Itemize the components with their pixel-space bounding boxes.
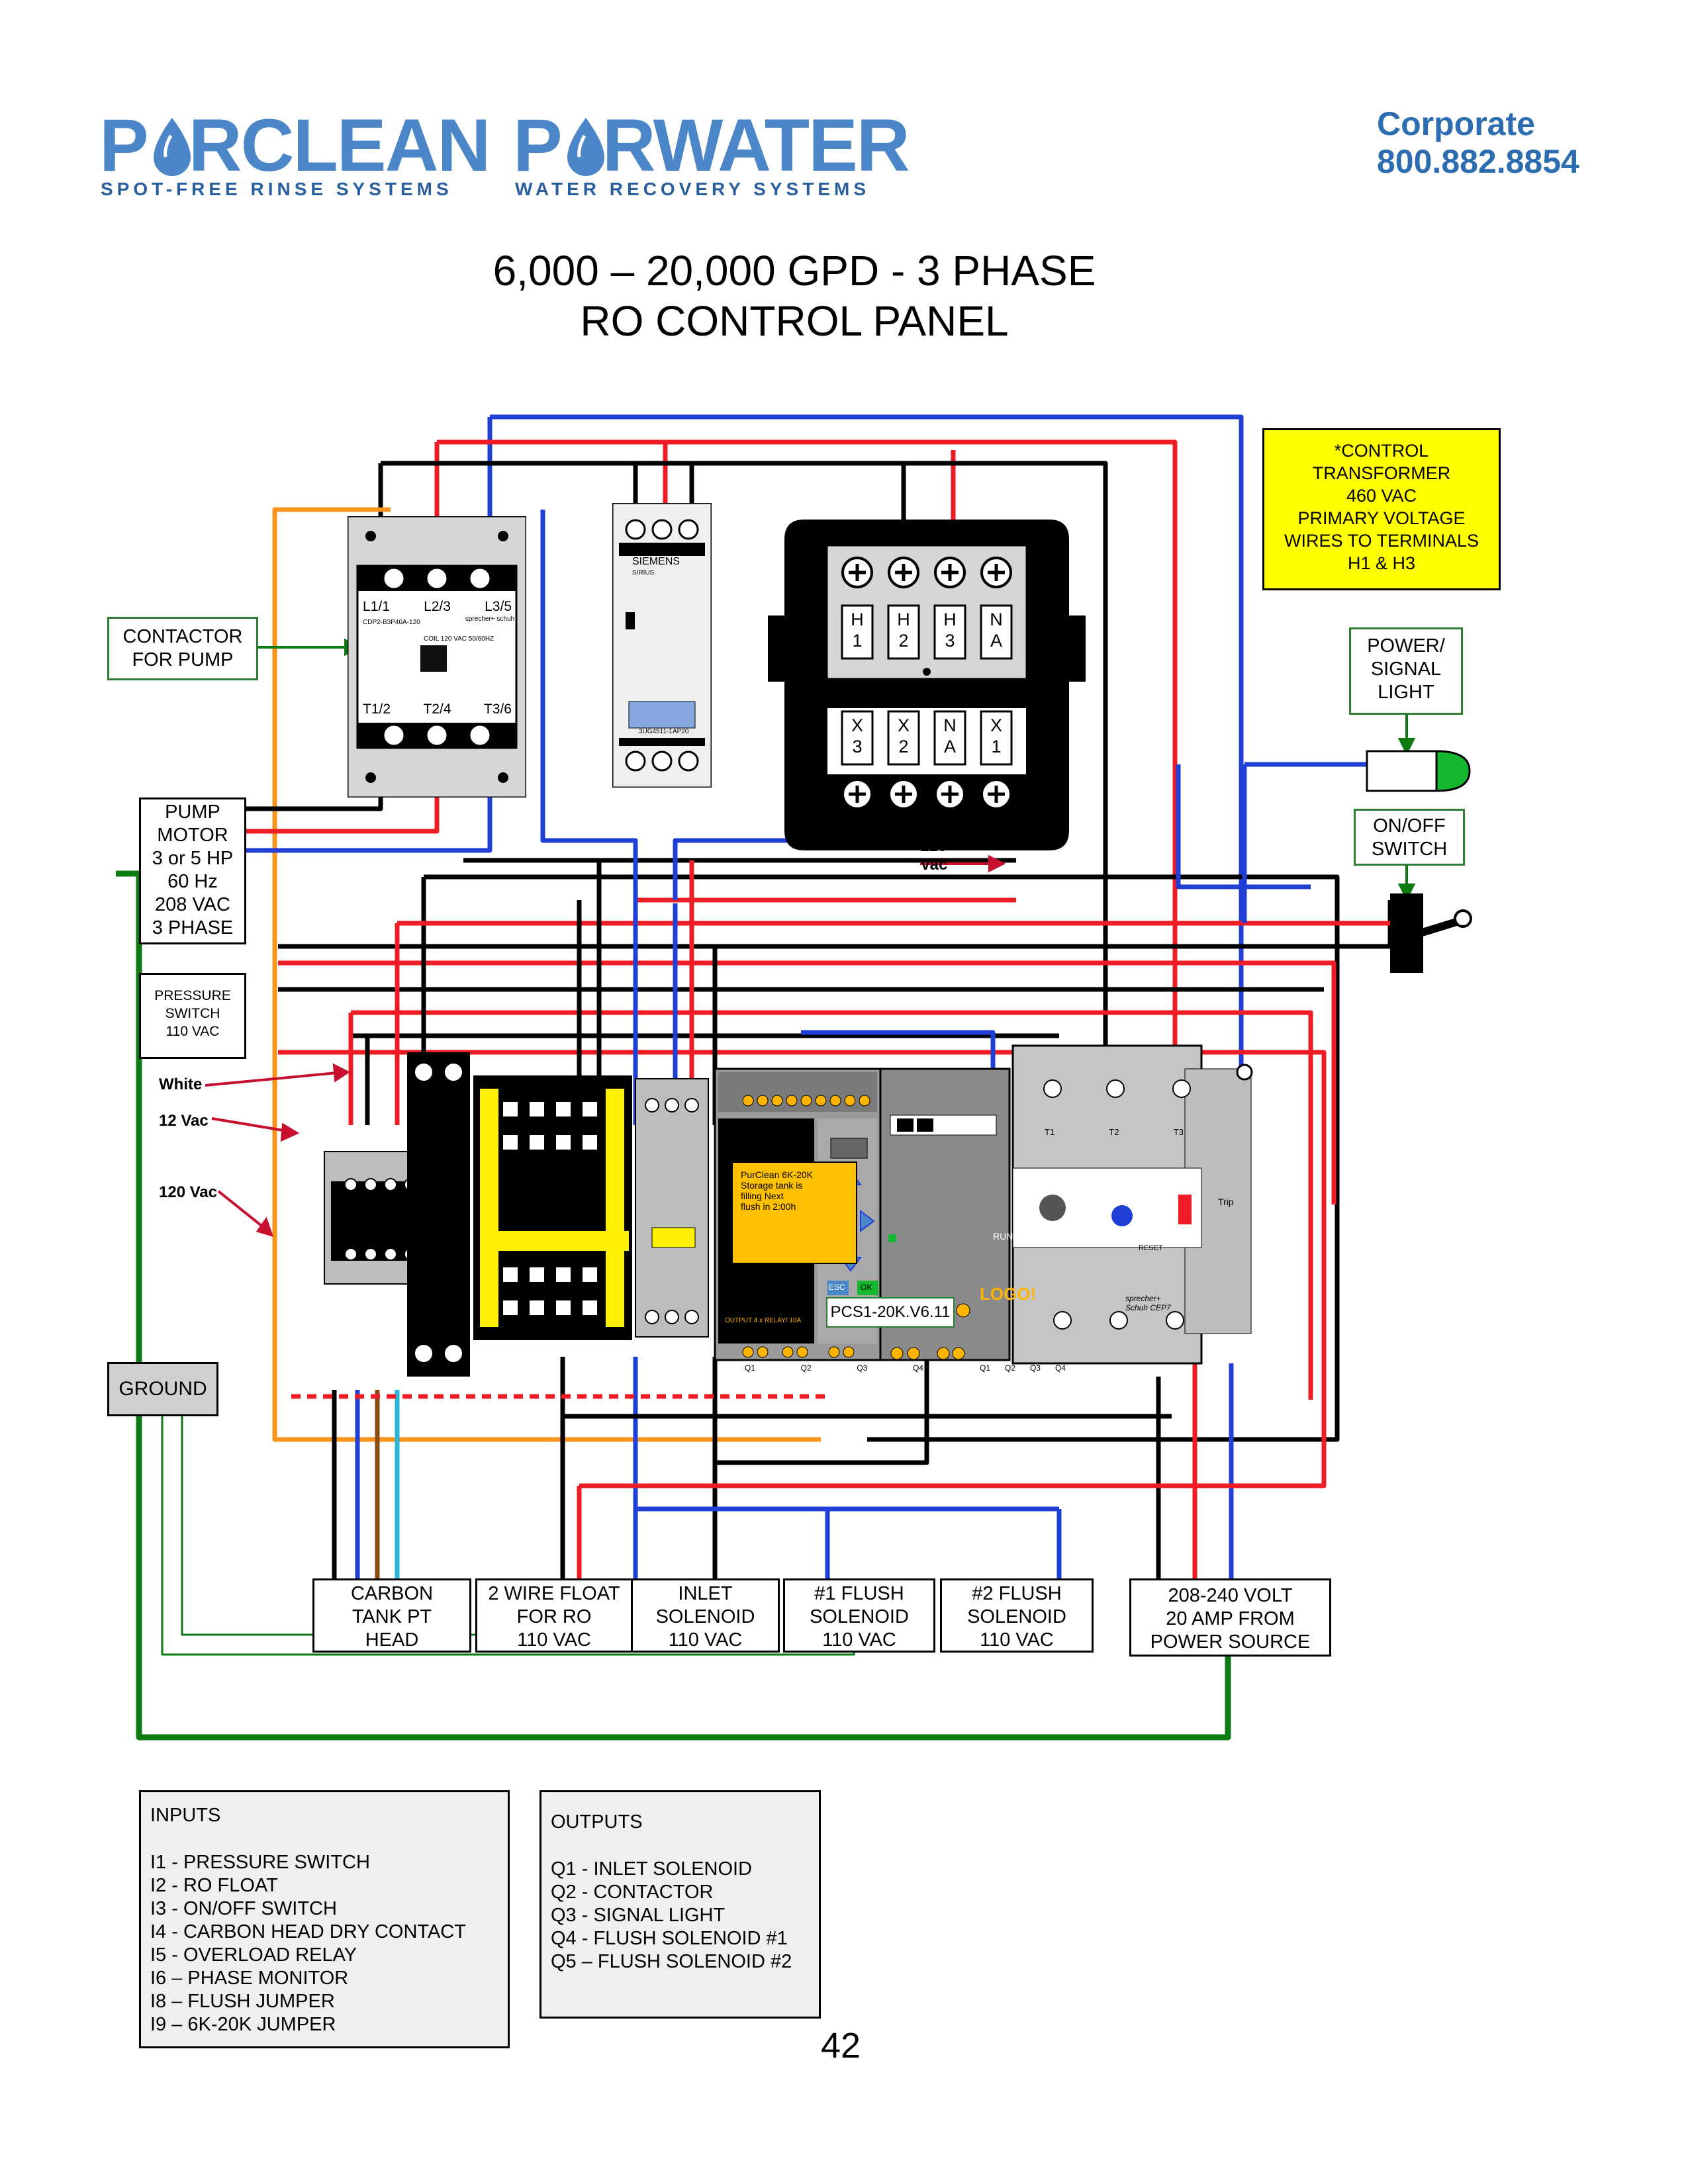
120vac-label: 120 Vac xyxy=(159,1183,218,1201)
input-item: I6 – PHASE MONITOR xyxy=(150,1968,349,1989)
contactor-brand: sprecher+ schuh xyxy=(465,615,515,623)
white-wire-label: White xyxy=(159,1075,203,1093)
relay-model: 3UG4511-1AP20 xyxy=(639,728,689,735)
toggle-switch-icon xyxy=(1390,893,1423,973)
12vac-label: 12 Vac xyxy=(159,1112,209,1130)
plc-output-label: OUTPUT 4 x RELAY/ 10A xyxy=(725,1317,802,1324)
inputs-legend: INPUTS I1 - PRESSURE SWITCH I2 - RO FLOA… xyxy=(139,1790,510,2048)
overload-reset-label: RESET xyxy=(1139,1244,1163,1252)
signal-light-and-switch xyxy=(1366,750,1472,973)
relay-brand: SIEMENS xyxy=(632,556,680,567)
inputs-title: INPUTS xyxy=(150,1805,221,1826)
signal-light-icon xyxy=(1435,750,1471,792)
input-item: I5 - OVERLOAD RELAY xyxy=(150,1944,357,1966)
plc-esc-button[interactable]: ESC xyxy=(829,1283,845,1292)
output-item: Q1 - INLET SOLENOID xyxy=(551,1858,753,1880)
overload-brand: sprecher+ Schuh CEP7 xyxy=(1125,1294,1171,1312)
output-item: Q4 - FLUSH SOLENOID #1 xyxy=(551,1928,788,1949)
output-item: Q3 - SIGNAL LIGHT xyxy=(551,1905,726,1926)
output-item: Q2 - CONTACTOR xyxy=(551,1882,714,1903)
input-item: I2 - RO FLOAT xyxy=(150,1875,278,1896)
input-item: I8 – FLUSH JUMPER xyxy=(150,1991,335,2012)
page-title-line1: 6,000 – 20,000 GPD - 3 PHASE xyxy=(492,247,1096,295)
plc-ok-button[interactable]: OK xyxy=(861,1283,872,1292)
ground-callout: GROUND xyxy=(107,1362,218,1416)
input-item: I1 - PRESSURE SWITCH xyxy=(150,1852,370,1873)
contactor-device xyxy=(348,516,526,797)
input-item: I4 - CARBON HEAD DRY CONTACT xyxy=(150,1921,466,1942)
control-transformer xyxy=(768,520,1086,850)
purclean-droplet-icon xyxy=(154,118,191,176)
page-title-line2: RO CONTROL PANEL xyxy=(580,297,1009,345)
plc-runstop-label: RUN/STOP xyxy=(993,1231,1041,1242)
input-item: I3 - ON/OFF SWITCH xyxy=(150,1898,337,1919)
output-item: Q5 – FLUSH SOLENOID #2 xyxy=(551,1951,792,1972)
relay-series: SIRIUS xyxy=(632,569,655,576)
contactor-coil: COIL 120 VAC 50/60HZ xyxy=(424,635,494,643)
phase-monitor-relay xyxy=(612,503,712,788)
logo-droplets xyxy=(154,118,604,176)
corporate-phone: 800.882.8854 xyxy=(1377,143,1579,180)
overload-trip-label: Trip xyxy=(1218,1197,1234,1207)
din-rail-assembly xyxy=(324,1044,1253,1377)
contactor-model: CDP2-B3P40A-120 xyxy=(363,619,420,626)
plc-display: PurClean 6K-20K Storage tank is filling … xyxy=(731,1161,857,1264)
outputs-legend: OUTPUTS Q1 - INLET SOLENOID Q2 - CONTACT… xyxy=(539,1790,821,2019)
corporate-label: Corporate xyxy=(1377,105,1535,142)
plc-logo-label: LOGO! xyxy=(980,1284,1037,1304)
purwater-droplet-icon xyxy=(567,118,604,176)
page-number: 42 xyxy=(821,2026,861,2066)
plc-model-label: PCS1-20K.V6.11 xyxy=(826,1297,955,1328)
input-item: I9 – 6K-20K JUMPER xyxy=(150,2014,336,2035)
outputs-title: OUTPUTS xyxy=(551,1811,643,1833)
